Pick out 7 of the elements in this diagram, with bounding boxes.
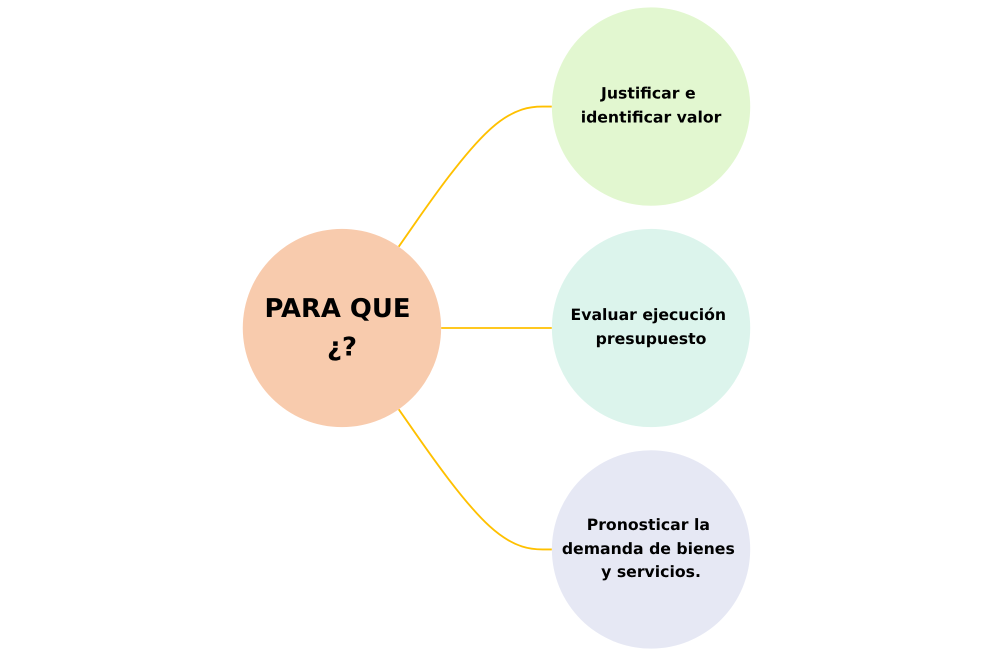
node-circle: PARA QUE ¿? xyxy=(242,228,442,428)
node-circle: Evaluar ejecución presupuesto xyxy=(552,228,750,428)
connector xyxy=(441,327,552,329)
connector xyxy=(398,106,552,248)
node-circle: Pronosticar la demanda de bienes y servicios. xyxy=(552,450,750,649)
node-circle: Justificar e identificar valor xyxy=(552,7,750,206)
connector xyxy=(398,408,552,550)
